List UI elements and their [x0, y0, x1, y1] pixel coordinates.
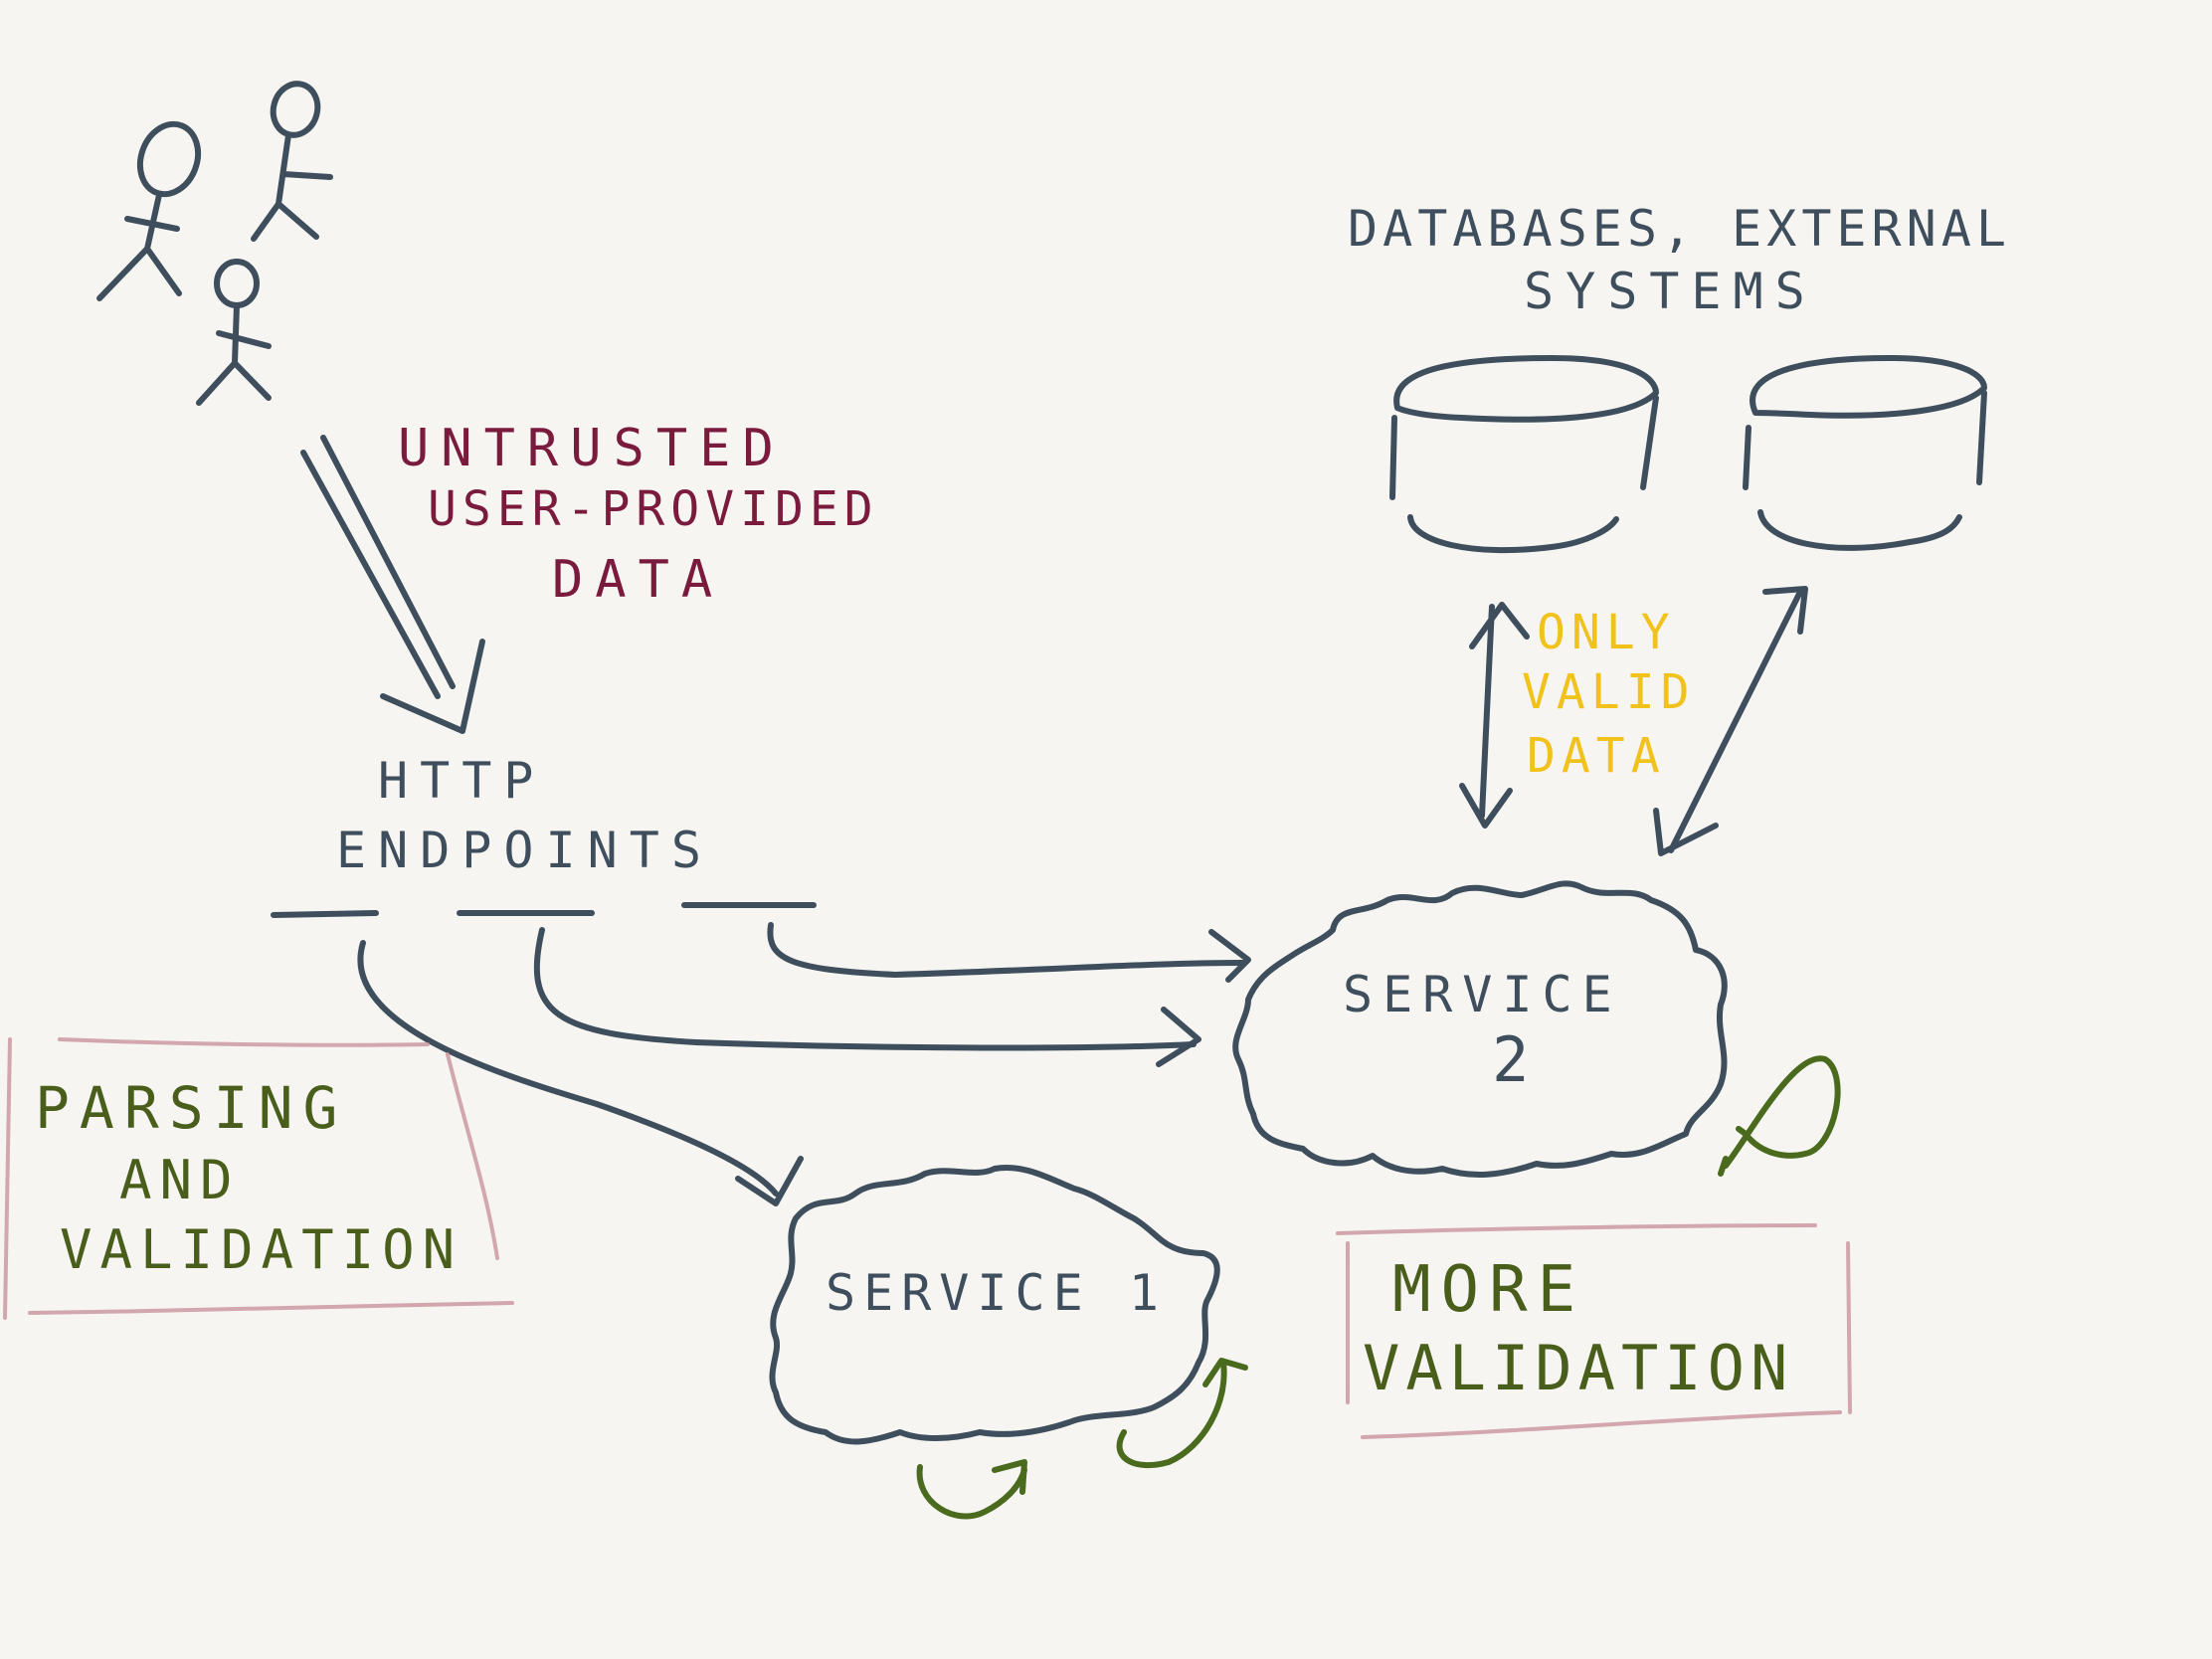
- databases-label-line1: DATABASES, EXTERNAL: [1348, 200, 2011, 258]
- endpoint-to-service2-arrow-a: [533, 927, 1201, 1067]
- db2-service2-arrow: [1653, 586, 1808, 856]
- parsing-label-line3: VALIDATION: [60, 1218, 463, 1281]
- endpoint-lines: [271, 902, 817, 918]
- service1-cloud: [769, 1165, 1220, 1445]
- database-2: [1743, 355, 1987, 551]
- service2-label-line2: 2: [1492, 1023, 1542, 1096]
- more-validation-label-line1: MORE: [1392, 1253, 1586, 1327]
- service1-loop-arrow-b: [1116, 1358, 1248, 1469]
- more-validation-box: [1336, 1223, 1852, 1439]
- database-1: [1389, 355, 1659, 554]
- user-figure-1: [96, 120, 202, 301]
- user-figure-2: [251, 81, 333, 242]
- service2-cloud: [1232, 880, 1728, 1179]
- user-figure-3: [196, 259, 272, 406]
- service2-loop-arrow: [1718, 1055, 1841, 1177]
- only-valid-label-line2: VALID: [1522, 664, 1696, 720]
- endpoint-to-service1-arrow: [357, 940, 804, 1206]
- endpoint-to-service2-arrow-b: [767, 922, 1251, 983]
- untrusted-label-line3: DATA: [552, 550, 725, 610]
- service1-loop-arrow-a: [916, 1459, 1027, 1520]
- parsing-label-line1: PARSING: [35, 1074, 348, 1142]
- only-valid-label-line3: DATA: [1527, 728, 1666, 784]
- parsing-validation-box: [3, 1037, 514, 1320]
- untrusted-data-arrow: [300, 435, 485, 734]
- untrusted-label-line2: USER-PROVIDED: [428, 481, 879, 537]
- http-label-line2: ENDPOINTS: [336, 822, 713, 879]
- http-label-line1: HTTP: [378, 752, 546, 810]
- service2-label-line1: SERVICE: [1343, 966, 1622, 1023]
- more-validation-label-line2: VALIDATION: [1363, 1332, 1794, 1404]
- untrusted-label-line1: UNTRUSTED: [398, 419, 786, 478]
- db1-service2-arrow: [1459, 602, 1530, 829]
- parsing-label-line2: AND: [119, 1149, 241, 1211]
- databases-label-line2: SYSTEMS: [1524, 263, 1817, 320]
- only-valid-label-line1: ONLY: [1537, 605, 1676, 660]
- service1-label: SERVICE 1: [826, 1264, 1167, 1322]
- users-group: [96, 81, 333, 406]
